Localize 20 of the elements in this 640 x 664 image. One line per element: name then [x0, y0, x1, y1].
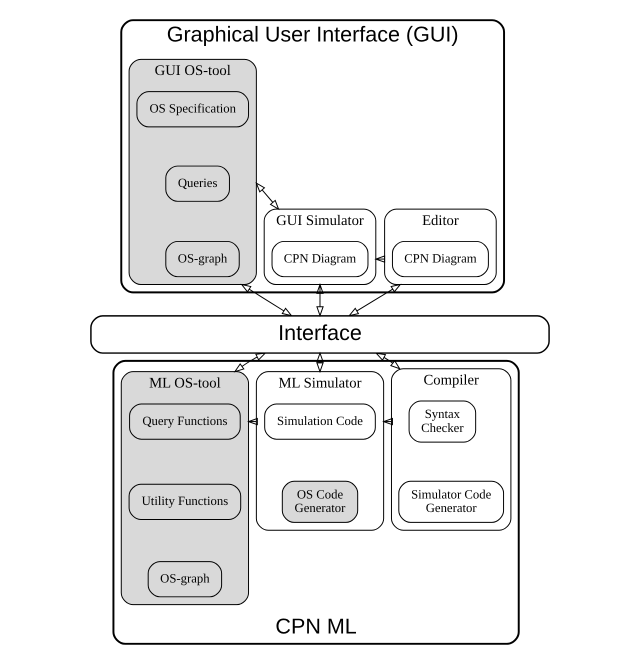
- node-box: Syntax Checker: [408, 400, 476, 443]
- node-box: Query Functions: [129, 403, 241, 440]
- node-box: Simulator Code Generator: [398, 480, 504, 523]
- node-box: Simulation Code: [264, 403, 376, 440]
- node-box: OS Specification: [136, 91, 250, 128]
- node-box: OS-graph: [165, 240, 240, 278]
- node-box: OS-graph: [148, 561, 222, 598]
- node-box: CPN Diagram: [272, 240, 368, 278]
- node-box: CPN Diagram: [392, 240, 489, 278]
- arrow: [316, 283, 324, 318]
- node-box: OS Code Generator: [282, 480, 358, 523]
- arrow: [255, 182, 280, 210]
- arrow: [374, 352, 401, 370]
- arrow: [240, 284, 293, 316]
- node-box: Queries: [165, 166, 230, 202]
- arrow: [234, 352, 266, 373]
- arrow: [316, 352, 324, 374]
- node-box: Utility Functions: [128, 484, 242, 520]
- arrow: [348, 284, 402, 316]
- node-box: Interface: [90, 315, 550, 354]
